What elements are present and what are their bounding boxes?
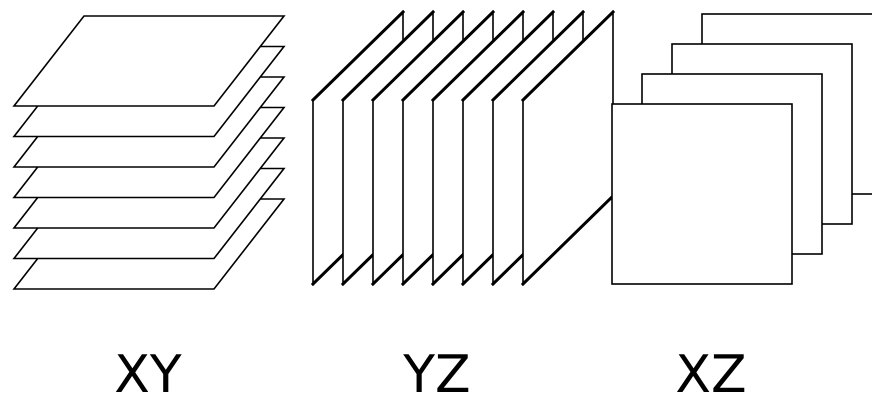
yz-plane-top-edge	[340, 9, 436, 103]
yz-plane-bottom-edge	[520, 193, 616, 287]
yz-plane-stack	[310, 9, 616, 287]
xz-plane-stack	[611, 13, 872, 285]
yz-label: YZ	[402, 345, 470, 393]
xy-plane	[12, 15, 286, 107]
xy-label: XY	[114, 345, 182, 393]
yz-plane-top-edge	[490, 9, 586, 103]
yz-plane-top-edge	[400, 9, 496, 103]
yz-plane-top-edge	[370, 9, 466, 103]
xy-plane-stack	[12, 15, 286, 290]
yz-plane-top-edge	[460, 9, 556, 103]
yz-plane-top-edge	[310, 9, 406, 103]
yz-plane-top-edge	[520, 9, 616, 103]
xz-label: XZ	[675, 345, 746, 393]
yz-plane-top-edge	[430, 9, 526, 103]
xz-plane	[611, 103, 793, 285]
